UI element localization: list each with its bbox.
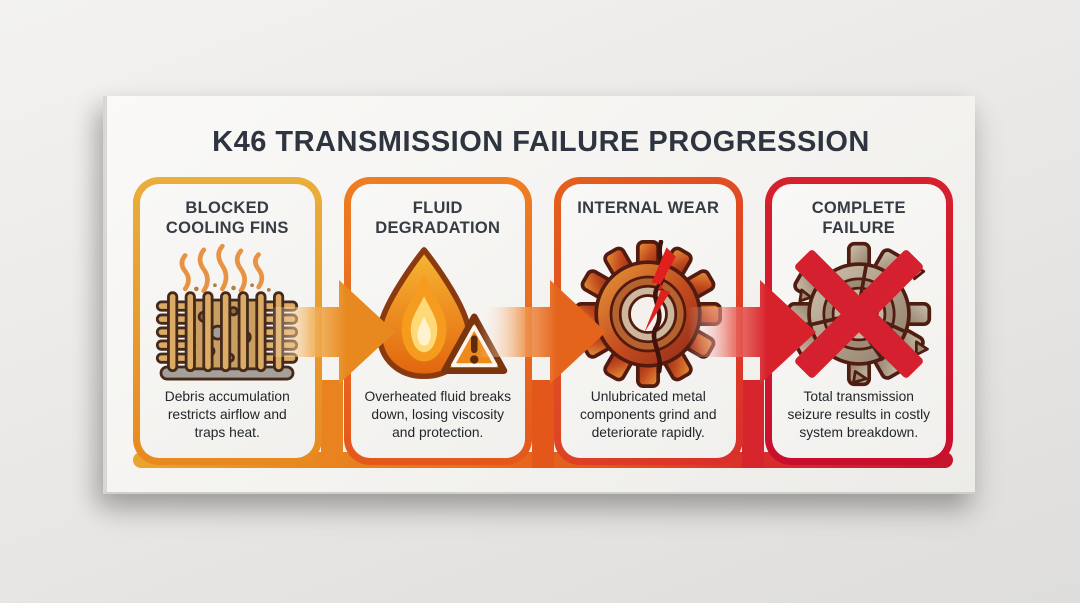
poster-canvas: K46 TRANSMISSION FAILURE PROGRESSION BLO… — [103, 96, 975, 494]
stage-title: INTERNAL WEAR — [577, 199, 720, 217]
burning-fluid-droplet-with-warning-triangle-icon — [359, 240, 517, 388]
progress-arrow-2 — [478, 280, 606, 384]
stage-title: FLUID DEGRADATION — [375, 199, 501, 238]
connector-stem-1 — [321, 380, 343, 468]
progress-arrow-3 — [688, 280, 816, 384]
stage-card-inner: FLUID DEGRADATION — [350, 184, 525, 458]
stage-description: Unlubricated metal components grind and … — [579, 389, 717, 441]
stage-card-fluid-degradation: FLUID DEGRADATION — [343, 177, 532, 465]
stage-card-blocked-cooling-fins: BLOCKED COOLING FINS — [133, 177, 322, 465]
stage-card-inner: BLOCKED COOLING FINS — [140, 184, 315, 458]
stage-description: Overheated fluid breaks down, losing vis… — [364, 389, 511, 441]
poster-title: K46 TRANSMISSION FAILURE PROGRESSION — [212, 126, 870, 158]
connector-stem-3 — [742, 380, 764, 468]
stage-title: BLOCKED COOLING FINS — [165, 199, 289, 238]
cracked-gear-icon — [572, 240, 724, 389]
stage-cards-row: BLOCKED COOLING FINS — [133, 177, 953, 465]
progress-arrow-1 — [267, 280, 395, 384]
stage-description: Total transmission seizure results in co… — [787, 389, 931, 441]
connector-stem-2 — [532, 380, 554, 468]
stage-description: Debris accumulation restricts airflow an… — [164, 389, 290, 441]
stage-title: COMPLETE FAILURE — [811, 199, 906, 238]
shattered-gear-with-red-x-icon — [783, 240, 935, 388]
